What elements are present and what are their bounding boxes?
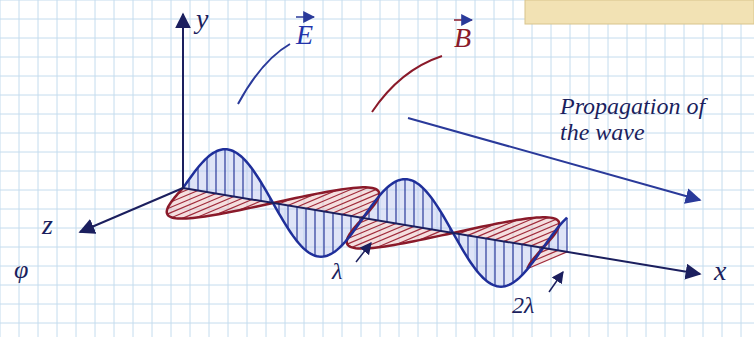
grid-line [0,38,754,39]
e-field-hatch [215,151,216,193]
propagation-note: Propagation of the wave [560,93,710,146]
grid-line [0,266,754,267]
e-field-hatch [314,210,315,256]
grid-line [266,0,267,337]
grid-line [0,76,754,77]
b-leader [372,56,442,112]
grid-line [722,0,723,337]
axis-label: x [714,256,726,287]
grid-line [0,323,754,324]
e-field-hatch [566,218,567,252]
header-bar [525,0,754,24]
grid-line [532,0,533,337]
field-label: E [296,20,313,51]
e-field-hatch [395,181,396,223]
vector-arrow [296,16,314,18]
grid-line [551,0,552,337]
grid-line [380,0,381,337]
e-field-hatch [206,158,207,192]
grid-line [608,0,609,337]
grid-line [304,0,305,337]
grid-line [38,0,39,337]
vector-arrow [454,19,472,21]
axis-label: z [42,210,53,241]
grid-line [0,0,1,337]
e-field-hatch [341,214,342,245]
e-field-hatch [404,179,405,225]
grid-line [646,0,647,337]
grid-line [741,0,742,337]
e-field-hatch [386,188,387,222]
e-field-fill [183,149,567,286]
grid-line [190,0,191,337]
axis-label: y [196,4,208,35]
note-mark: φ [14,256,28,285]
wavelength-label: 2λ [512,292,534,318]
e-field-hatch [323,211,324,256]
e-field-hatch [512,243,513,283]
e-field-hatch [296,207,297,241]
grid-line [627,0,628,337]
grid-line [76,0,77,337]
e-field-hatch [251,169,252,200]
e-field-curve [183,149,567,286]
e-field-hatch [242,158,243,198]
y-axis [182,14,184,188]
grid-line [475,0,476,337]
wavelength-label: λ [332,258,342,284]
grid-line [684,0,685,337]
grid-line [323,0,324,337]
e-field-hatch [305,208,306,250]
e-field-hatch [485,238,486,280]
b-field-curve [167,187,559,268]
e-field-hatch [233,151,234,196]
grid-line [133,0,134,337]
e-field-hatch [521,244,522,275]
e-field-hatch [494,240,495,286]
grid-line [361,0,362,337]
grid-line [703,0,704,337]
grid-line [57,0,58,337]
grid-line [0,285,754,286]
z-axis [80,188,183,232]
e-leader [238,44,290,104]
grid-line [114,0,115,337]
e-field-hatch [197,167,198,190]
e-field-hatch [287,205,288,228]
grid-line [437,0,438,337]
grid-line [19,0,20,337]
grid-line [0,171,754,172]
e-field-hatch [431,199,432,230]
grid-line [171,0,172,337]
grid-line [0,152,754,153]
e-field-hatch [467,235,468,258]
grid-line [399,0,400,337]
grid-line [0,304,754,305]
propagation-arrow [408,118,700,200]
grid-line [418,0,419,337]
grid-line [570,0,571,337]
two-lambda-leader [549,272,563,292]
x-axis [183,188,700,274]
e-field-hatch [413,181,414,226]
e-field-hatch [224,149,225,195]
field-label: B [454,23,471,54]
grid-line [665,0,666,337]
grid-line [95,0,96,337]
e-field-hatch [332,213,333,253]
grid-line [0,57,754,58]
grid-line [285,0,286,337]
grid-line [342,0,343,337]
lambda-leader [356,243,371,262]
e-field-hatch [476,237,477,271]
e-field-hatch [422,188,423,228]
grid-line [513,0,514,337]
e-field-hatch [503,241,504,286]
grid-line [152,0,153,337]
